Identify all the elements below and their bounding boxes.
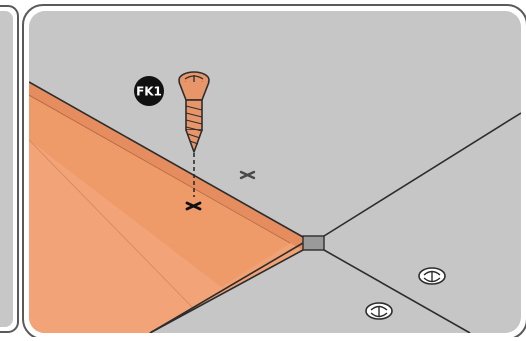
screw-head-icon	[418, 267, 446, 285]
part-callout-label: FK1	[136, 85, 162, 99]
panel-seams	[149, 112, 521, 333]
screw-icon	[178, 71, 210, 153]
scene: FK1	[29, 11, 521, 333]
x-mark-target-icon	[185, 201, 202, 211]
orange-board	[29, 81, 304, 333]
left-panel-edge	[0, 5, 19, 333]
part-callout-badge: FK1	[134, 76, 164, 106]
x-mark-grey-icon	[239, 170, 256, 180]
connector-block	[302, 235, 325, 251]
screw-head-icon	[365, 302, 393, 320]
